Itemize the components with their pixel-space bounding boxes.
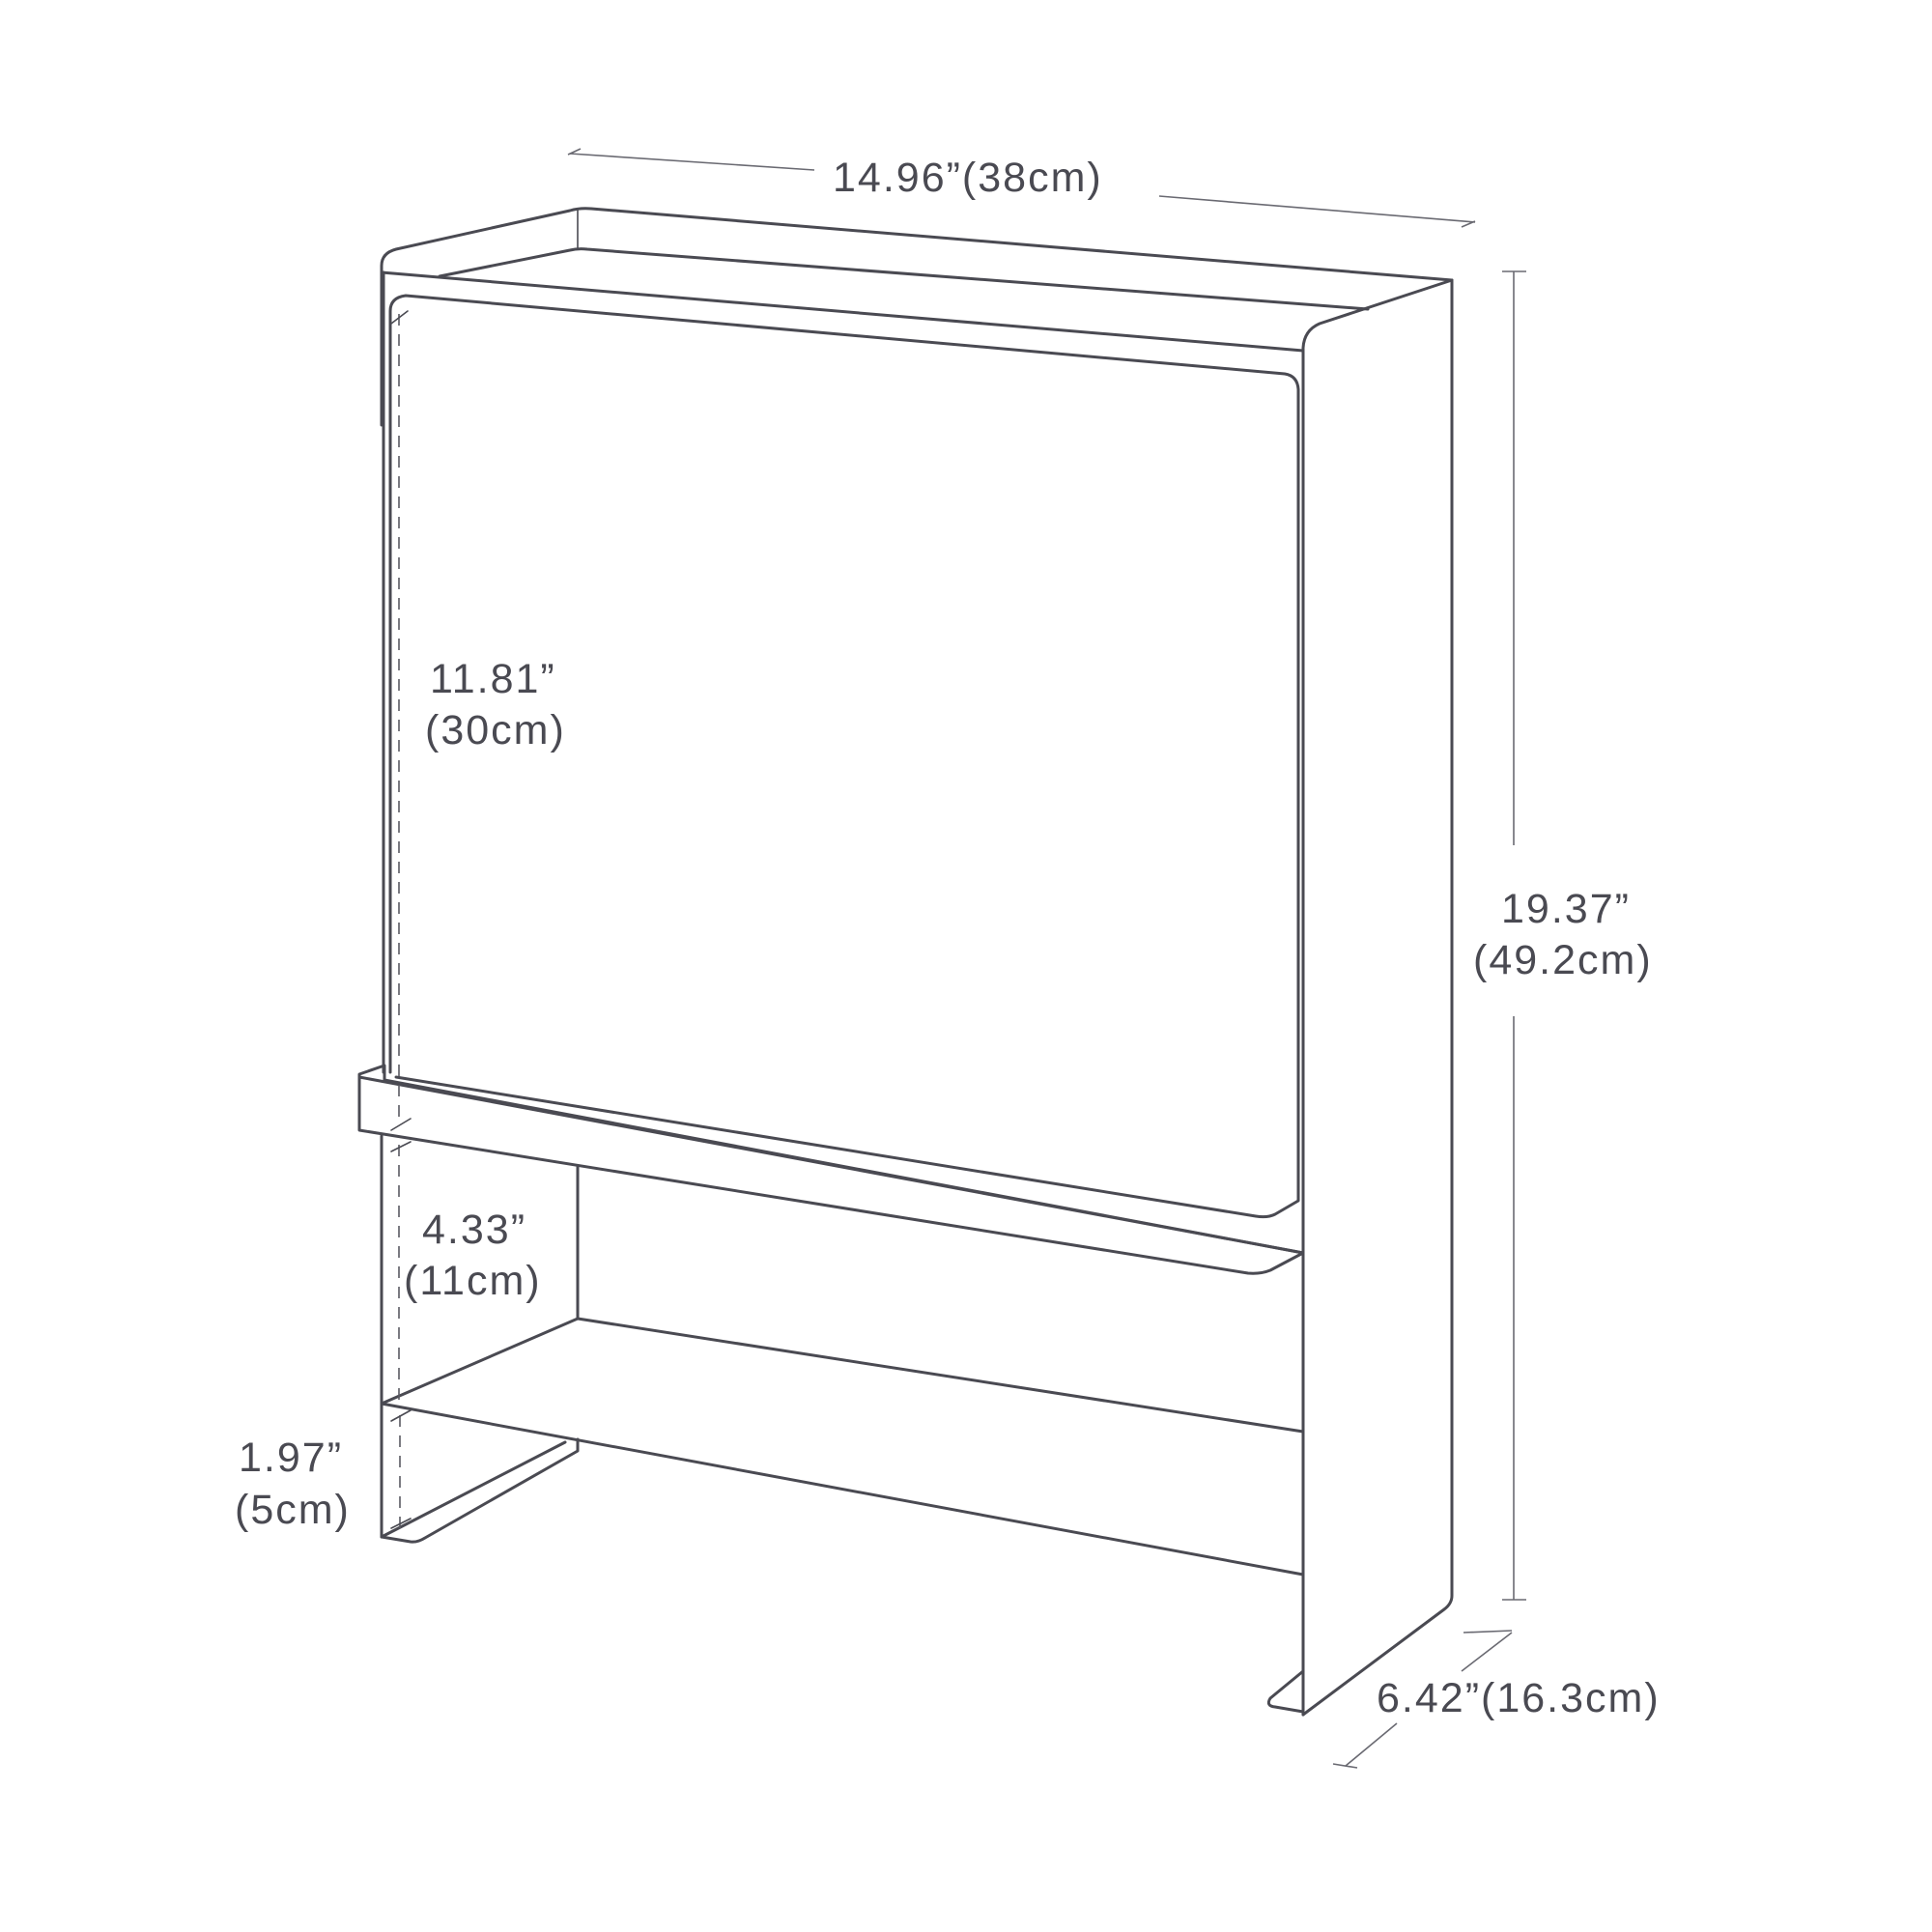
right-panel-outer-edge — [1301, 278, 1454, 1717]
height-dimension-line — [1502, 270, 1526, 1601]
bottom-height-label-cm: (5cm) — [235, 1487, 351, 1533]
right-foot — [1266, 1669, 1305, 1714]
middle-holder-front-top — [357, 1075, 1305, 1255]
bottom-shelf — [380, 1317, 1305, 1434]
tick-upper-top — [390, 310, 409, 325]
width-dimension-line — [567, 148, 1476, 228]
depth-dimension-line — [1332, 1630, 1513, 1769]
tick-upper-bottom — [390, 1118, 412, 1131]
top-tray-inner-back — [438, 247, 1370, 311]
left-foot-edge — [380, 1440, 567, 1539]
upper-height-label-cm: (30cm) — [425, 707, 566, 753]
tick-middle-top — [390, 1141, 412, 1152]
depth-label: 6.42”(16.3cm) — [1377, 1675, 1661, 1721]
rack-outline — [357, 207, 1454, 1717]
tick-bottom-bottom — [390, 1518, 412, 1529]
tick-bottom-top — [390, 1409, 412, 1422]
inner-measure-lines — [390, 310, 412, 1531]
middle-height-label-inches: 4.33” — [422, 1207, 526, 1253]
upper-height-label-inches: 11.81” — [430, 656, 556, 702]
height-label-inches: 19.37” — [1501, 886, 1631, 932]
top-tray-front-edge — [380, 270, 1305, 353]
bottom-shelf-front — [380, 1402, 1305, 1577]
top-tray-back-rim — [380, 207, 1454, 427]
left-lower-panel — [380, 1134, 580, 1544]
middle-height-label-cm: (11cm) — [404, 1258, 542, 1304]
upper-board — [388, 294, 1300, 1219]
bottom-height-label-inches: 1.97” — [239, 1435, 343, 1481]
right-panel-top — [1301, 278, 1454, 1293]
height-label-cm: (49.2cm) — [1473, 937, 1653, 983]
width-label: 14.96”(38cm) — [833, 155, 1103, 201]
